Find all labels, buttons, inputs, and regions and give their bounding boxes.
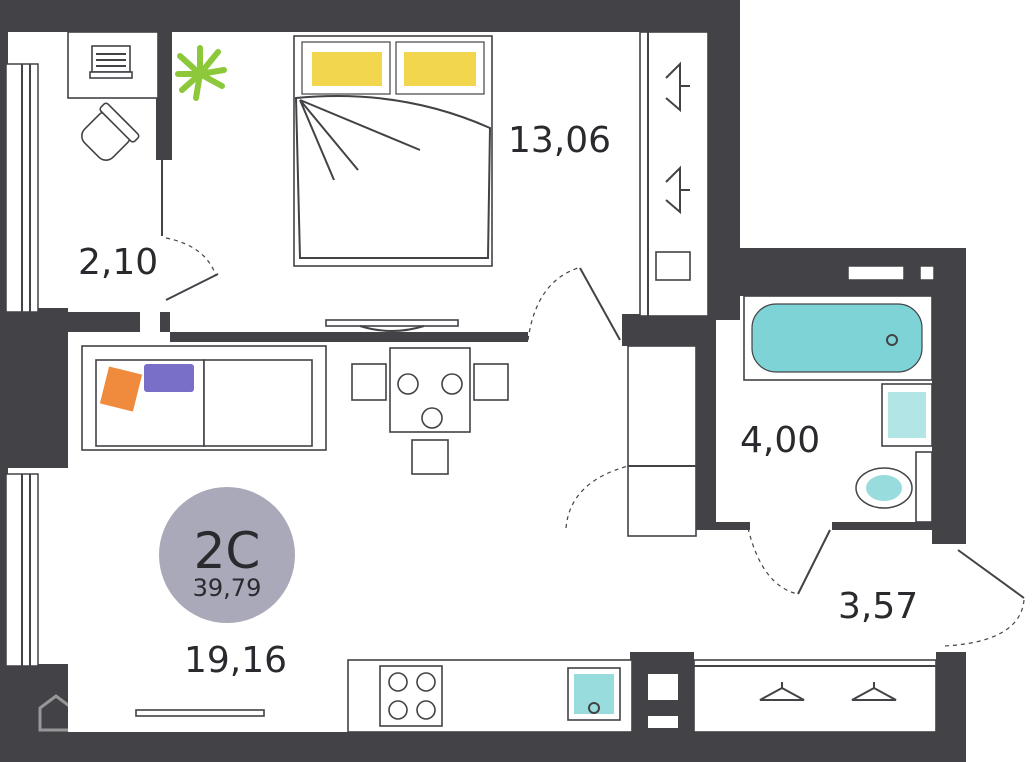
area-living-kitchen: 19,16	[184, 640, 287, 681]
coat-hanger-icon	[759, 682, 805, 701]
plant-icon	[175, 45, 227, 101]
bedroom-furniture	[293, 31, 709, 332]
dining-chairs	[351, 363, 509, 475]
office-nook-furniture	[67, 31, 227, 161]
area-bathroom: 4,00	[740, 420, 820, 461]
hallway-furniture	[693, 659, 937, 733]
area-hallway: 3,57	[838, 586, 918, 627]
watermark-house-icon	[38, 694, 74, 732]
doors	[161, 160, 1025, 647]
bathtub-icon	[743, 295, 933, 381]
laptop-icon	[89, 45, 133, 79]
coat-hanger-icon	[851, 682, 897, 701]
bathroom-furniture	[743, 295, 933, 523]
coat-hanger-icon	[665, 61, 690, 113]
apartment-type: 2С	[194, 522, 261, 580]
toilet-icon	[855, 451, 933, 523]
windows	[5, 63, 935, 667]
coat-hanger-icon	[665, 165, 690, 215]
stove-icon	[379, 665, 443, 727]
cushion-purple	[144, 364, 194, 392]
area-office-nook: 2,10	[78, 242, 158, 283]
tv-icon	[325, 319, 459, 332]
area-bedroom: 13,06	[508, 120, 611, 161]
apartment-badge: 2С 39,79	[159, 487, 295, 623]
walls	[0, 0, 966, 762]
living-furniture	[81, 345, 697, 733]
cushion-orange	[99, 366, 143, 412]
sink-icon	[881, 383, 933, 447]
apartment-total-area: 39,79	[193, 574, 262, 602]
sink-icon	[567, 667, 621, 721]
desk-chair	[81, 102, 140, 161]
area-labels: 13,06 2,10 4,00 19,16 3,57	[78, 120, 918, 681]
